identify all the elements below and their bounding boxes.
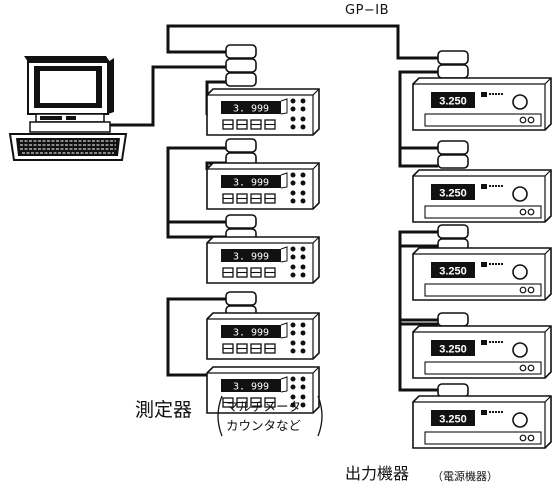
supply-reading: 3.250 <box>439 96 467 108</box>
meter-reading: 3. 999 <box>233 104 269 115</box>
knob-icon <box>512 412 528 428</box>
terminal-icon <box>527 208 535 216</box>
power-supply-5: 3.250 <box>412 395 552 449</box>
knob-icon <box>512 186 528 202</box>
gpib-bus-label: GP−IB <box>345 3 390 18</box>
gpib-connector-icon <box>437 140 469 169</box>
meter-group-subcaption-line2: カウンタなど <box>226 418 302 433</box>
button-cluster-icon <box>290 376 306 408</box>
terminal-icon <box>519 208 527 216</box>
meter-group-caption: 測定器 <box>135 399 193 421</box>
gpib-connector-icon <box>225 44 257 87</box>
keypad-icon <box>222 343 276 354</box>
terminal-icon <box>519 116 527 124</box>
terminal-icon <box>519 286 527 294</box>
supply-reading: 3.250 <box>439 266 467 278</box>
gpib-connector-icon <box>437 383 469 398</box>
measuring-instrument-stack: 3. 999 3. 999 3. 999 3. 999 3. 999 <box>206 44 320 414</box>
output-instrument-stack: 3.250 3.250 3.250 3.250 3.250 <box>412 50 552 449</box>
keypad-icon <box>222 267 276 278</box>
gpib-connector-icon <box>437 50 469 79</box>
meter-reading: 3. 999 <box>233 178 269 189</box>
keypad-icon <box>222 119 276 130</box>
terminal-icon <box>527 434 535 442</box>
supply-reading: 3.250 <box>439 188 467 200</box>
multimeter-2: 3. 999 <box>206 162 320 210</box>
caption-bracket <box>217 395 323 437</box>
power-supply-4: 3.250 <box>412 325 552 379</box>
knob-icon <box>512 94 528 110</box>
source-group-subcaption: （電源機器） <box>432 470 498 483</box>
knob-icon <box>512 342 528 358</box>
multimeter-3: 3. 999 <box>206 236 320 284</box>
keypad-icon <box>222 193 276 204</box>
supply-reading: 3.250 <box>439 414 467 426</box>
gpib-bus-cables <box>108 24 438 392</box>
keypad-icon <box>222 397 276 408</box>
meter-reading: 3. 999 <box>233 252 269 263</box>
multimeter-1: 3. 999 <box>206 88 320 136</box>
button-cluster-icon <box>290 322 306 354</box>
knob-icon <box>512 264 528 280</box>
button-cluster-icon <box>290 172 306 204</box>
terminal-icon <box>519 434 527 442</box>
source-group-caption: 出力機器 <box>345 464 410 483</box>
multimeter-4: 3. 999 <box>206 312 320 360</box>
power-supply-1: 3.250 <box>412 77 552 131</box>
terminal-icon <box>527 116 535 124</box>
terminal-icon <box>519 364 527 372</box>
meter-reading: 3. 999 <box>233 382 269 393</box>
terminal-icon <box>527 286 535 294</box>
meter-group-subcaption-line1: マルチメータ <box>226 399 302 414</box>
gpib-connector-icon <box>225 138 257 167</box>
supply-reading: 3.250 <box>439 344 467 356</box>
meter-reading: 3. 999 <box>233 328 269 339</box>
terminal-icon <box>527 364 535 372</box>
power-supply-3: 3.250 <box>412 247 552 301</box>
multimeter-5: 3. 999 <box>206 366 320 414</box>
power-supply-2: 3.250 <box>412 169 552 223</box>
personal-computer-icon <box>8 56 128 161</box>
button-cluster-icon <box>290 98 306 130</box>
button-cluster-icon <box>290 246 306 278</box>
